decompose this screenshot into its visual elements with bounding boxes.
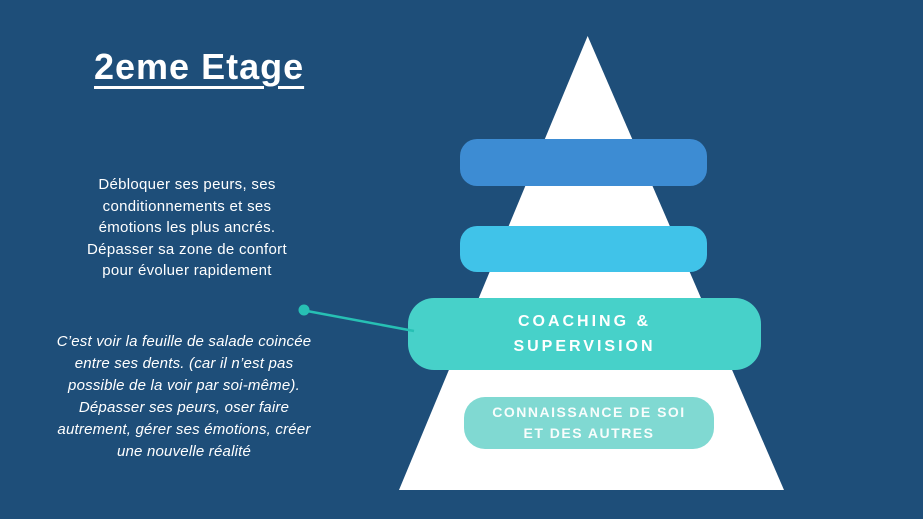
pyramid-level-2-label — [460, 226, 707, 272]
connector-line-segment — [306, 309, 415, 333]
pyramid-level-connaissance-label: CONNAISSANCE DE SOI ET DES AUTRES — [492, 404, 686, 441]
description-text: Débloquer ses peurs, ses conditionnement… — [87, 176, 287, 279]
pyramid-level-connaissance: CONNAISSANCE DE SOI ET DES AUTRES — [464, 397, 714, 449]
pyramid-level-1-label — [460, 139, 707, 186]
page-title: 2eme Etage — [94, 46, 305, 87]
connector-dot — [298, 304, 310, 316]
quote-text: C’est voir la feuille de salade coincée … — [56, 333, 312, 460]
pyramid-level-1 — [460, 139, 707, 186]
pyramid-level-2 — [460, 226, 707, 272]
pyramid-level-coaching-label: COACHING & SUPERVISION — [513, 313, 656, 355]
pyramid-level-coaching: COACHING & SUPERVISION — [408, 298, 761, 370]
